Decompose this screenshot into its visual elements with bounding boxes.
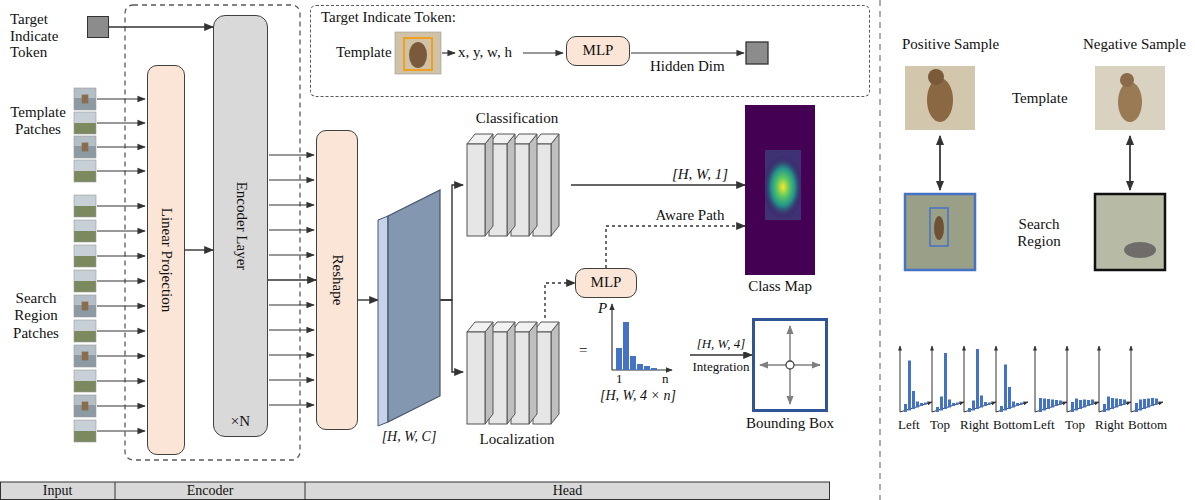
equals-sign: =: [579, 342, 587, 359]
node-text: P: [598, 300, 607, 317]
conv-stack: Localization: [463, 318, 571, 428]
node-text: Classification: [476, 110, 559, 127]
template-thumbnail: [395, 32, 441, 74]
dotted-connector: [545, 283, 575, 318]
connector: [571, 184, 745, 185]
input-label: Template Patches: [8, 104, 68, 139]
dimension-label: Hidden Dim: [650, 58, 725, 75]
node-text: Target Indicate Token: [10, 11, 74, 61]
axis-label: Left: [1033, 418, 1055, 433]
distribution-plot: P 1 n[H, W, 4 × n]: [598, 300, 690, 406]
axis-label: Left: [898, 418, 920, 433]
edge-label: [H, W, 1]: [670, 166, 730, 183]
node-text: Reshape: [328, 255, 345, 306]
table-cell: Head: [305, 483, 830, 499]
row-heading: Search Region: [1006, 216, 1072, 251]
edge-label: Aware Path: [653, 207, 726, 224]
table-cell: Encoder: [115, 483, 305, 499]
mlp-box: MLP: [566, 36, 630, 66]
axis-label: Bottom: [1128, 418, 1167, 433]
node-text: Encoder Layer: [232, 182, 249, 271]
feature-map: [H, W, C]: [378, 190, 440, 426]
template-patches: [74, 88, 96, 182]
negative-search-image: [1095, 194, 1165, 270]
node-text: Target Indicate Token:: [321, 9, 456, 26]
positive-search-image: [905, 194, 975, 270]
column-heading: Positive Sample: [902, 36, 999, 53]
column-heading: Negative Sample: [1083, 36, 1186, 53]
panel-divider: [879, 0, 880, 500]
dotted-connector: [606, 226, 745, 268]
node-text: 1: [616, 372, 623, 387]
projection-box: Linear Projection: [147, 65, 185, 455]
axis-label: Right: [1095, 418, 1124, 433]
token-square: Target Indicate Token: [87, 16, 109, 38]
template-label: Template: [336, 44, 392, 61]
connector: [268, 279, 316, 280]
axis-label: Top: [1065, 418, 1085, 433]
edge-note: Integration: [692, 360, 749, 375]
edge-label: [H, W, 4]: [695, 337, 748, 352]
table-cell: Input: [0, 483, 115, 499]
node-text: ×N: [214, 413, 267, 430]
positive-distributions: [900, 346, 1028, 412]
conv-stack: Classification: [463, 130, 571, 240]
connector: [185, 249, 213, 250]
fmap-shape: [378, 190, 440, 426]
encoder-group-frame: [125, 5, 300, 460]
connector: [358, 299, 378, 300]
node-text: Localization: [480, 431, 555, 448]
token-square: [746, 42, 768, 64]
token-input-label: x, y, w, h: [458, 44, 512, 61]
bbox-shape: [752, 318, 828, 412]
node-text: MLP: [591, 274, 622, 291]
node-text: n: [662, 372, 669, 387]
node-text: [H, W, C]: [382, 429, 437, 445]
stack-shape: [463, 318, 571, 428]
class-map: Class Map: [745, 105, 815, 275]
negative-distributions: [1035, 346, 1163, 412]
negative-template-image: [1095, 66, 1165, 130]
input-label: Search Region Patches: [6, 290, 66, 342]
cmap-shape: [745, 105, 815, 275]
axis-label: Bottom: [993, 418, 1032, 433]
stage-table: [1, 482, 830, 500]
pair-arrows: [940, 136, 1130, 190]
row-heading: Template: [1012, 90, 1068, 107]
search-region-patches: [74, 195, 96, 442]
stack-shape: [463, 130, 571, 240]
encoder-box: Encoder Layer ×N: [213, 15, 268, 437]
connector: [109, 26, 213, 27]
node-text: Linear Projection: [157, 208, 174, 313]
positive-template-image: [905, 66, 975, 130]
connector: [440, 300, 463, 372]
token-panel: Target Indicate Token: MLP: [310, 5, 870, 97]
connector: [440, 185, 463, 300]
node-text: [H, W, 4 × n]: [600, 388, 676, 404]
node-text: Bounding Box: [746, 415, 834, 432]
patch-arrows: [97, 99, 145, 431]
connector: [690, 354, 752, 355]
axis-label: Top: [930, 418, 950, 433]
axis-label: Right: [960, 418, 989, 433]
bounding-box: Bounding Box: [752, 318, 828, 412]
node-text: MLP: [583, 42, 614, 59]
mlp-box: MLP: [575, 268, 637, 298]
reshape-box: Reshape: [316, 130, 358, 430]
node-text: Class Map: [748, 278, 812, 295]
